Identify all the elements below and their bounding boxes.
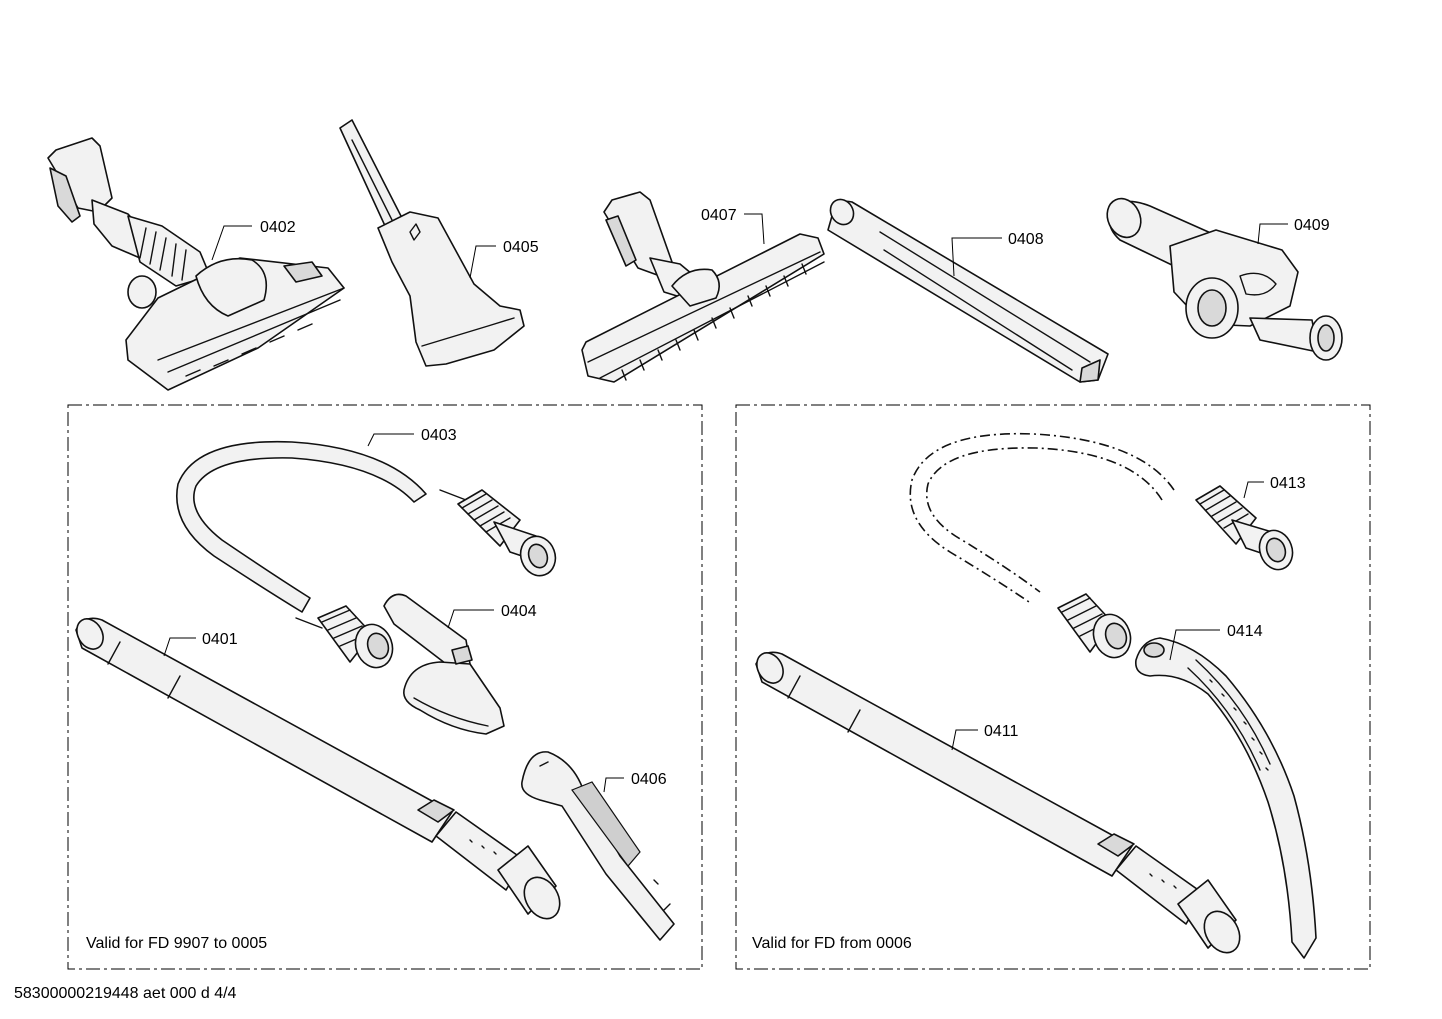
part-number-0409: 0409: [1294, 217, 1330, 234]
leader-line-0402: [211, 225, 252, 261]
leader-line-0404: [447, 609, 494, 629]
crevice-tool-0408-drawing: [827, 198, 1109, 383]
hard-floor-nozzle-0407-drawing: [581, 191, 825, 383]
floor-nozzle-0402-drawing: [47, 137, 345, 391]
upholstery-tool-0404-drawing: [383, 593, 505, 735]
part-number-0407: 0407: [701, 207, 737, 224]
part-number-0405: 0405: [503, 239, 539, 256]
leader-line-0413: [1243, 481, 1264, 499]
left-variant-frame: [67, 404, 703, 970]
hose-0403-drawing: [176, 440, 557, 669]
part-number-0404: 0404: [501, 603, 537, 620]
leader-line-0406: [603, 777, 624, 793]
handle-0414-drawing: [1134, 637, 1317, 959]
handle-0406-drawing: [521, 751, 675, 941]
part-number-0406: 0406: [631, 771, 667, 788]
valve-0409-drawing: [1106, 197, 1343, 361]
part-number-0402: 0402: [260, 219, 296, 236]
leader-line-0401: [163, 637, 196, 657]
left-validity-note: Valid for FD 9907 to 0005: [86, 935, 267, 952]
leader-line-0414: [1169, 629, 1220, 661]
upholstery-nozzle-0405-drawing: [339, 119, 525, 367]
leader-line-0409: [1257, 223, 1288, 245]
part-number-0403: 0403: [421, 427, 457, 444]
leader-line-0408: [951, 237, 1002, 277]
part-number-0401: 0401: [202, 631, 238, 648]
right-variant-frame: [735, 404, 1371, 970]
part-number-0411: 0411: [984, 723, 1019, 740]
right-validity-note: Valid for FD from 0006: [752, 935, 912, 952]
part-number-0413: 0413: [1270, 475, 1306, 492]
telescopic-tube-0411-drawing: [755, 651, 1241, 954]
telescopic-tube-0401-drawing: [75, 617, 561, 920]
leader-line-0403: [367, 433, 414, 447]
document-id: 58300000219448 aet 000 d 4/4: [14, 985, 237, 1002]
part-number-0408: 0408: [1008, 231, 1044, 248]
leader-line-0405: [469, 245, 496, 279]
hose-0413-drawing: [909, 432, 1294, 659]
leader-line-0411: [951, 729, 978, 751]
part-number-0414: 0414: [1227, 623, 1263, 640]
leader-line-0407: [744, 213, 765, 245]
